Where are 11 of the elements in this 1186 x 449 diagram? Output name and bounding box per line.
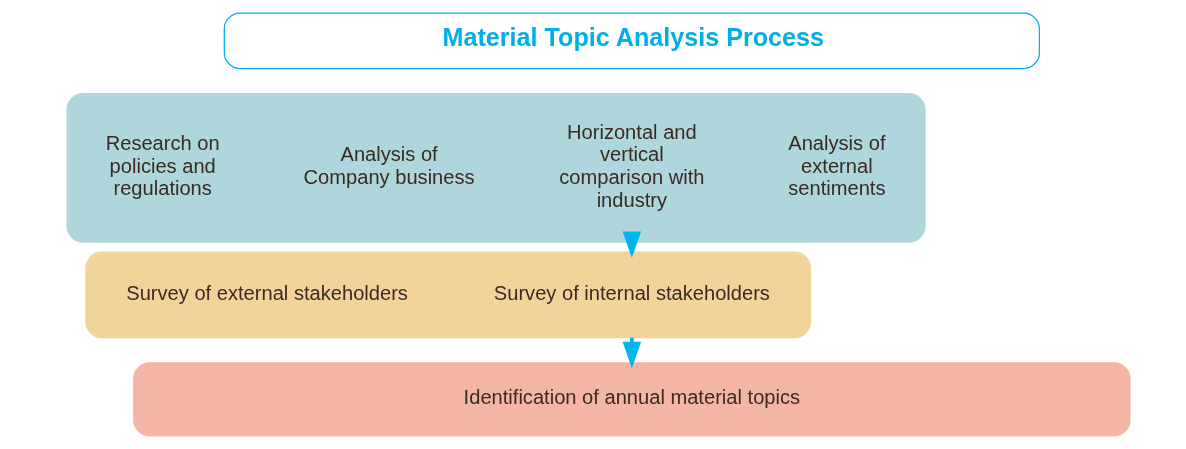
node-box: Material Topic Analysis Process <box>223 12 1040 70</box>
node-text: Survey of external stakeholders <box>125 281 408 304</box>
node-text: Research on policies and regulations <box>105 132 220 200</box>
node-text: Survey of internal stakeholders <box>493 281 770 304</box>
node-text: Horizontal and vertical comparison with industry <box>558 120 705 211</box>
cluster <box>65 93 926 243</box>
arrow <box>622 231 641 258</box>
node-text: Analysis of external sentiments <box>787 132 886 200</box>
cluster <box>84 251 811 339</box>
node-box: Identification of annual material topics <box>132 362 1131 437</box>
node-text: Analysis of Company business <box>303 143 475 188</box>
